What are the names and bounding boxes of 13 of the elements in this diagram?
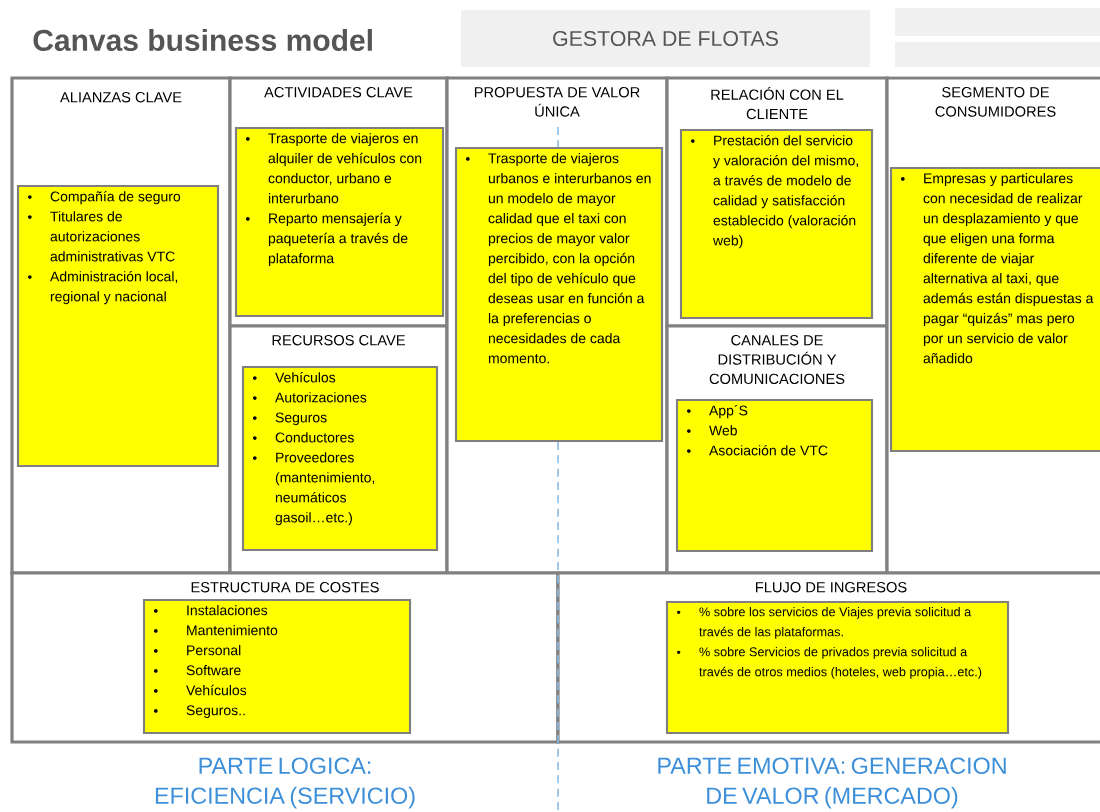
title: Canvas business model: [33, 28, 372, 51]
sticky-note: Trasporte de viajeros urbanos e interurbanos en un modelo de mayor calidad que el taxi con precios de mayor valor percibido, con la opción del tipo de vehículo que deseas usar en función a la preferencias o necesidades de cada momento.: [454, 146, 664, 443]
sticky-note: Compañía de seguro Titulares de autorizaciones administrativas VTC Administración local, regional y nacional: [16, 184, 220, 468]
sticky-note: Empresas y particulares con necesidad de realizar un desplazamiento y que que eligen una forma diferente de viajar alternativa al taxi, que además están dispuestas a pagar “quizás” mas pero por un servicio de valor añadido: [889, 166, 1100, 453]
sticky-note: App´S Web Asociación de VTC: [675, 398, 874, 553]
sticky-note: Vehículos Autorizaciones Seguros Conductores Proveedores (mantenimiento, neumáticos gasoil…etc.): [241, 365, 439, 552]
sticky-note: Trasporte de viajeros en alquiler de vehículos con conductor, urbano e interurbano Reparto mensajería y paquetería a través de plataforma: [234, 126, 445, 318]
sticky-note: % sobre los servicios de Viajes previa solicitud a través de las plataformas. % sobre Servicios de privados previa solicitud a través de otros medios (hoteles, web propia…etc.): [665, 600, 1010, 735]
section-label: PARTE LOGICA: EFICIENCIA (SERVICIO): [155, 757, 415, 809]
sticky-note: Prestación del servicio y valoración del mismo, a través de modelo de calidad y satisfacción establecido (valoración web): [679, 128, 874, 320]
header-band: GESTORA DE FLOTAS: [461, 10, 870, 67]
sticky-note: Instalaciones Mantenimiento Personal Software Vehículos Seguros..: [142, 598, 412, 735]
section-label: PARTE EMOTIVA: GENERACION DE VALOR (MERCADO): [658, 757, 1006, 809]
